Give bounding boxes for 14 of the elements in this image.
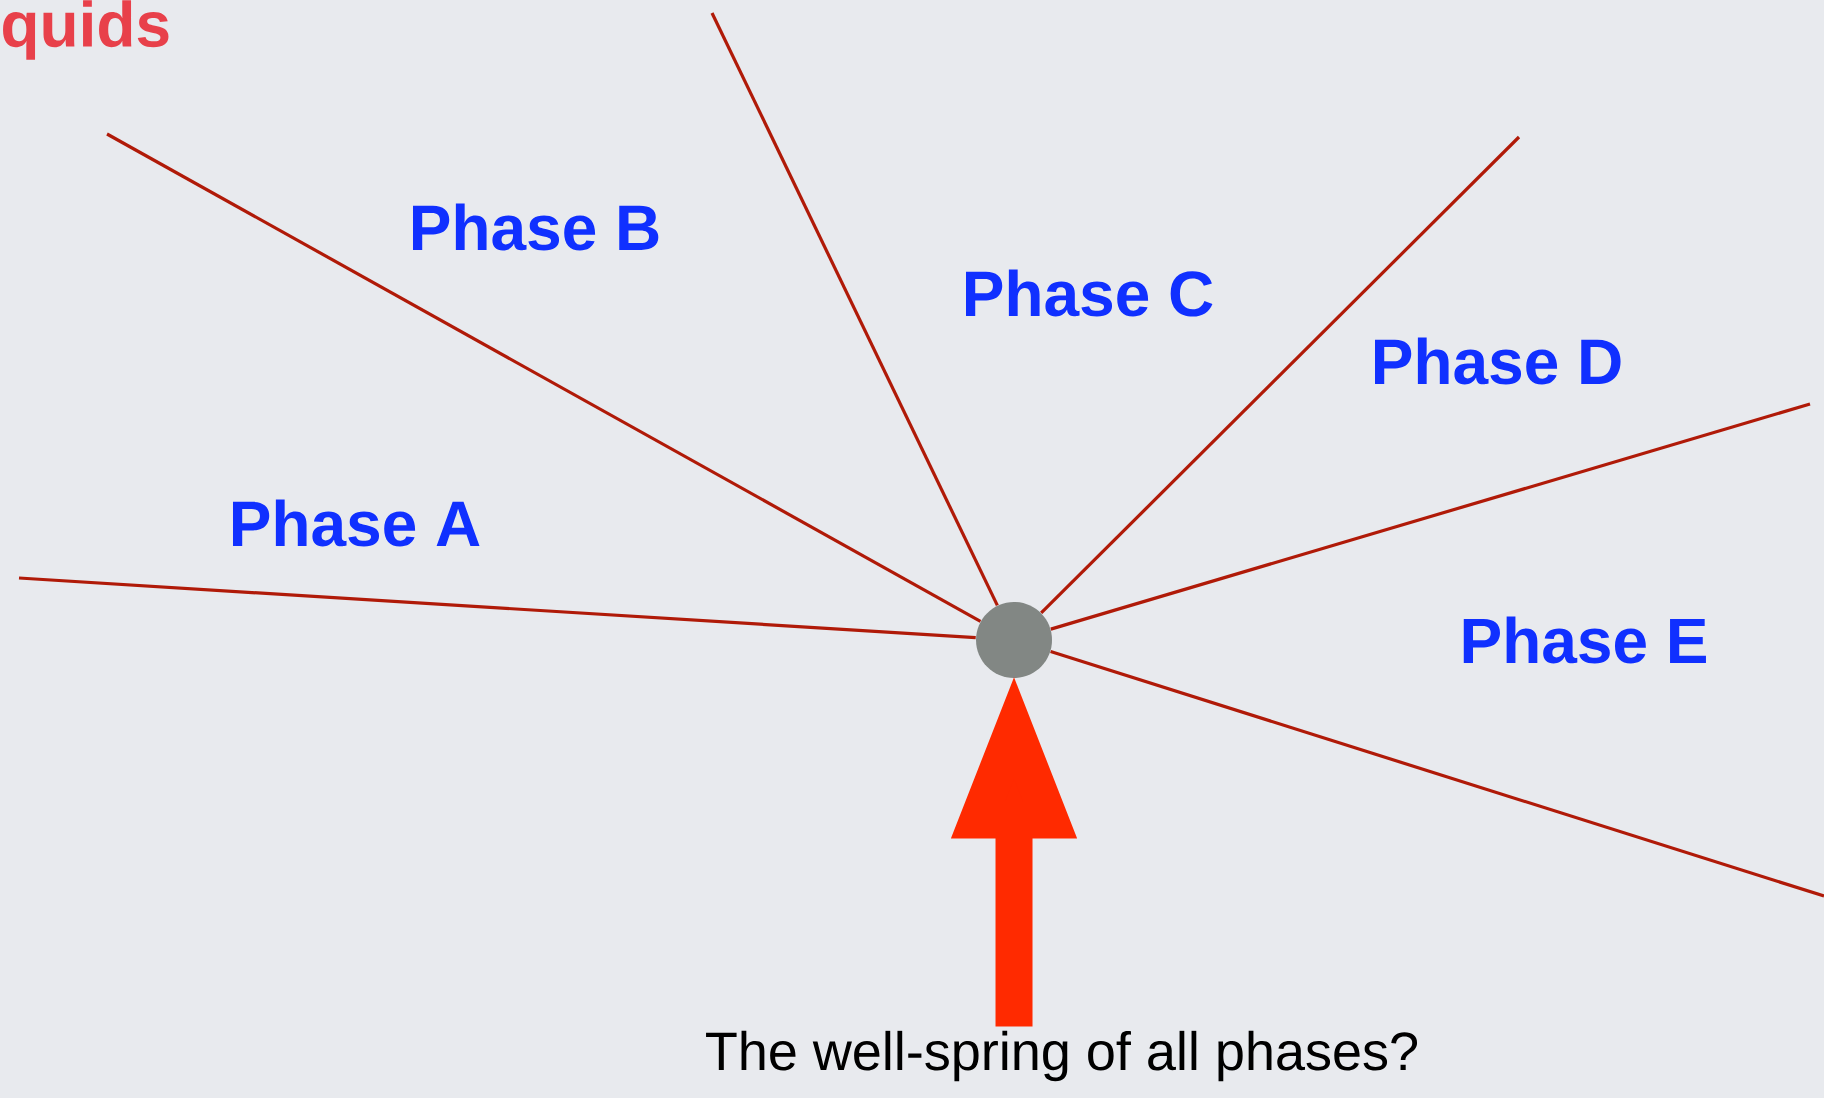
boundary-line <box>18 576 976 640</box>
phase-label: Phase A <box>233 499 480 547</box>
phase-label: Phase D <box>1375 337 1621 385</box>
caption-text: The well-spring of all phases? <box>706 1030 1418 1082</box>
boundary-line <box>106 132 982 623</box>
boundary-line <box>710 12 999 607</box>
phase-label: Phase E <box>1463 616 1706 664</box>
boundary-line <box>1050 650 1824 898</box>
boundary-line <box>1050 402 1811 631</box>
phase-label: Phase C <box>966 269 1213 317</box>
phase-label: Phase B <box>413 203 659 251</box>
title-text: quids <box>3 0 169 60</box>
origin-dot <box>976 602 1052 678</box>
boundary-line <box>1040 135 1521 615</box>
